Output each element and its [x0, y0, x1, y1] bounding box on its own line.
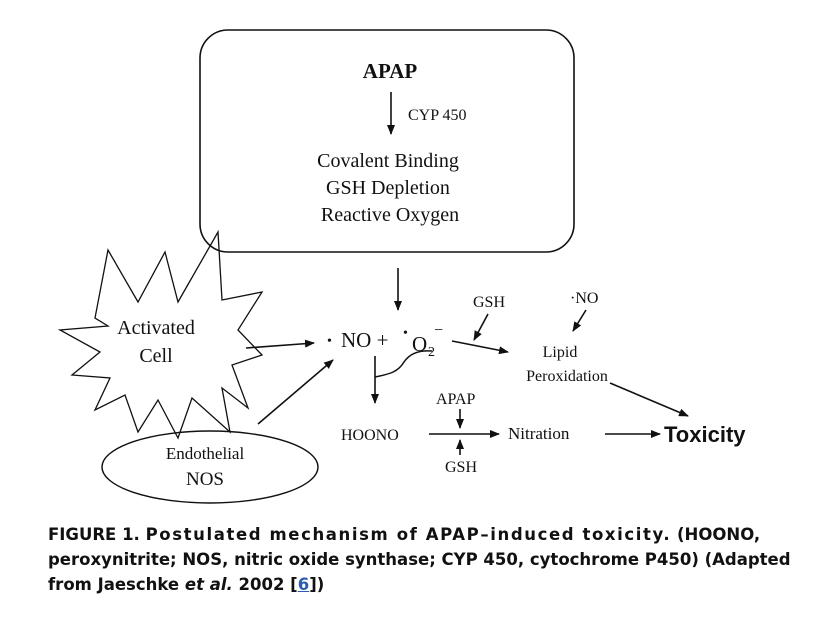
o2-label: O	[412, 332, 427, 356]
activated-cell-label-2: Cell	[139, 345, 173, 367]
mechanism-diagram: APAP CYP 450 Covalent Binding GSH Deplet…	[57, 29, 746, 504]
box-apap-label: APAP	[363, 59, 418, 83]
apap-mid-label: APAP	[436, 391, 476, 408]
o2-subscript: 2	[428, 345, 435, 360]
nitration-label: Nitration	[508, 424, 570, 443]
nos-label: NOS	[186, 469, 224, 490]
caption-label: FIGURE 1.	[48, 525, 140, 544]
endothelial-nos-ellipse	[101, 430, 319, 504]
o2-combine-curve	[374, 350, 433, 378]
lipid-label: Lipid	[543, 344, 578, 361]
gsh-top-label: GSH	[473, 294, 505, 311]
metabolism-box	[199, 29, 575, 253]
gsh-bottom-label: GSH	[445, 459, 477, 476]
caption-close: ])	[309, 575, 325, 594]
caption-title: Postulated mechanism of APAP–induced tox…	[145, 525, 672, 544]
lipid-to-toxicity-arrow	[609, 382, 689, 417]
hoono-label: HOONO	[341, 427, 399, 444]
no-radical-dot: •	[327, 334, 332, 349]
toxicity-label: Toxicity	[664, 422, 746, 447]
radicals-to-lipid-arrow	[451, 340, 509, 355]
reference-link[interactable]: 6	[297, 575, 310, 594]
nos-to-radicals-arrow	[257, 359, 334, 425]
no-top-arrow	[572, 309, 587, 332]
caption-year: 2002 [	[238, 575, 298, 594]
figure-caption: FIGURE 1. Postulated mechanism of APAP–i…	[48, 522, 808, 597]
no-top-label: ·NO	[570, 290, 598, 307]
box-line-ros: Reactive Oxygen	[321, 204, 459, 226]
box-line-covalent: Covalent Binding	[317, 150, 459, 172]
o2-superscript: −	[434, 322, 443, 339]
endothelial-label: Endothelial	[166, 444, 245, 463]
activated-cell-label-1: Activated	[117, 317, 195, 339]
activated-cell-starburst	[57, 229, 264, 440]
caption-description: (HOONO, peroxynitrite; NOS, nitric oxide…	[48, 525, 791, 594]
peroxidation-label: Peroxidation	[526, 368, 608, 385]
gsh-top-arrow	[473, 313, 489, 341]
o2-radical-dot: •	[403, 326, 408, 341]
cyp-label: CYP 450	[408, 107, 467, 124]
no-o2-label: NO +	[341, 328, 388, 352]
cell-to-radicals-arrow	[245, 339, 315, 349]
caption-etal: et al.	[184, 575, 233, 594]
box-line-gsh: GSH Depletion	[326, 177, 450, 199]
